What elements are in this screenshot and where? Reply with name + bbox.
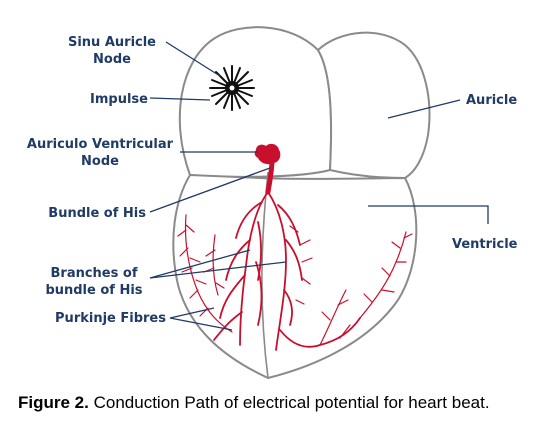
purkinje-fibre <box>203 234 225 296</box>
label-bundle-of-his: Bundle of His <box>48 206 146 221</box>
leader-lines <box>149 41 489 331</box>
ventricle-leader <box>368 205 489 224</box>
bundle-leader <box>149 167 271 213</box>
branch-fibre <box>285 239 303 281</box>
right-auricle <box>316 31 431 180</box>
impulse-leader <box>149 97 211 101</box>
labels: Sinu Auricle Node Impulse Auriculo Ventr… <box>27 35 518 326</box>
label-purkinje: Purkinje Fibres <box>55 311 166 326</box>
label-auricle: Auricle <box>466 93 517 108</box>
branch-fibre <box>219 274 246 319</box>
heart-outline <box>172 26 431 380</box>
branch-fibre <box>277 204 301 246</box>
branches-leader-2 <box>149 261 287 279</box>
label-branches: Branches of <box>51 266 138 281</box>
purkinje-fibre <box>319 289 351 346</box>
ventricle-outline <box>172 173 418 380</box>
purkinje-fibre <box>184 214 233 333</box>
label-impulse: Impulse <box>90 92 148 107</box>
branch-fibre <box>235 201 263 239</box>
branches-leader-1 <box>149 249 251 279</box>
purkinje-leader-1 <box>169 317 233 331</box>
label-av-node-2: Node <box>81 154 119 169</box>
branch-fibre <box>213 311 243 341</box>
purkinje-fibre <box>363 233 413 303</box>
label-sinu-auricle-node: Node <box>93 52 131 67</box>
branch-fibre <box>255 261 263 326</box>
purkinje-fibre <box>289 225 313 305</box>
branch-fibre <box>225 239 251 281</box>
figure-caption: Figure 2. Conduction Path of electrical … <box>18 393 538 413</box>
branch-fibre <box>283 289 293 326</box>
caption-prefix: Figure 2. <box>18 393 89 412</box>
sa-node-star <box>209 65 255 111</box>
auricle-leader <box>387 99 461 119</box>
label-ventricle: Ventricle <box>452 237 518 252</box>
label-sinu-auricle: Sinu Auricle <box>68 35 156 50</box>
label-av-node: Auriculo Ventricular <box>27 137 174 152</box>
label-branches-2: bundle of His <box>45 283 142 298</box>
sa-node-leader <box>165 41 221 77</box>
right-bundle-branch <box>267 191 287 351</box>
purkinje-leader-2 <box>169 307 215 319</box>
caption-text: Conduction Path of electrical potential … <box>93 393 490 412</box>
bundle-of-his-trunk <box>265 157 275 195</box>
purkinje-fibre <box>177 224 209 317</box>
